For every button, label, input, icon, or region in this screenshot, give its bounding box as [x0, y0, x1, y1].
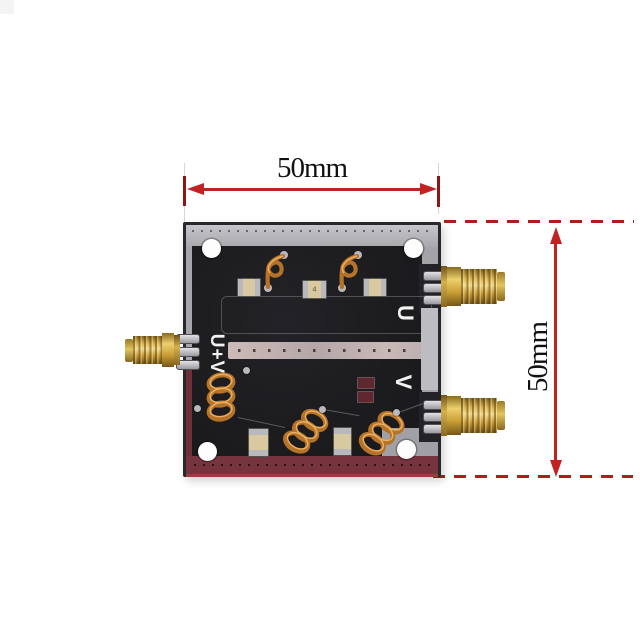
- solder-pad: [243, 367, 250, 374]
- smd-capacitor-top-center: 4: [302, 280, 327, 299]
- inductor-coil-large-right: [358, 411, 405, 456]
- sma-bottom-right-hex-nut: [447, 396, 461, 435]
- solder-pad: [319, 406, 326, 413]
- sma-left-barrel: [133, 336, 162, 364]
- inductor-coil-small-right: [338, 251, 362, 292]
- bottom-edge-drill-dots: [194, 464, 430, 466]
- sma-left-tip: [125, 339, 133, 362]
- center-ground-strip: [228, 342, 425, 359]
- center-strip-via-dots: [238, 349, 413, 352]
- sma-top-right-flange: [441, 266, 447, 307]
- smd-resistor-upper: [357, 377, 375, 389]
- smd-capacitor-bottom-right: [333, 427, 352, 456]
- h-dim-arrowhead-right-icon: [420, 183, 437, 195]
- left-connector-leg-bottom: [176, 360, 200, 370]
- inductor-coil-small-left: [264, 251, 288, 292]
- v-extension-dash-top: [444, 220, 634, 223]
- mounting-hole-bottom-left: [197, 441, 217, 461]
- inductor-coil-large-left: [206, 372, 236, 422]
- board-bottom-edge: [186, 456, 438, 477]
- h-dim-tick-left: [183, 176, 186, 206]
- v-dim-arrowhead-down-icon: [549, 460, 562, 477]
- h-dim-tick-right: [437, 176, 440, 207]
- h-dim-line: [198, 188, 426, 191]
- smd-resistor-lower: [357, 391, 374, 403]
- smd-marking: 4: [312, 286, 317, 293]
- solder-pad: [393, 409, 400, 416]
- sma-top-right-hex-nut: [447, 267, 461, 306]
- solder-pad: [194, 405, 201, 412]
- board-top-edge: [186, 225, 438, 247]
- pcb-board: U+V U V 4: [183, 222, 441, 477]
- sma-bottom-right-flange: [441, 395, 447, 436]
- h-dim-arrowhead-left-icon: [187, 183, 204, 195]
- sma-top-right-barrel: [461, 269, 497, 304]
- mounting-hole-top-left: [201, 238, 221, 258]
- inductor-coil-large-center: [283, 408, 329, 454]
- sma-top-right-tip: [497, 272, 505, 301]
- sma-bottom-right-tip: [497, 401, 505, 430]
- v-extension-dash-bottom: [433, 475, 633, 478]
- v-dim-label: 50mm: [522, 321, 554, 393]
- port-label-v: V: [391, 374, 416, 390]
- smd-capacitor-bottom-left: [248, 428, 269, 457]
- sma-left-hex-nut: [162, 333, 174, 367]
- board-left-edge-upper: [186, 247, 193, 369]
- mounting-hole-top-right: [403, 238, 423, 258]
- smd-capacitor-top-right: [363, 278, 387, 297]
- v-dim-line: [554, 242, 557, 464]
- sma-bottom-right-barrel: [461, 398, 497, 433]
- corner-artifact: [0, 0, 14, 14]
- board-left-edge-lower: [186, 369, 193, 475]
- mounting-hole-bottom-right: [396, 439, 416, 459]
- smd-capacitor-top-left: [237, 278, 261, 297]
- port-label-u: U: [393, 305, 418, 321]
- v-dim-arrowhead-up-icon: [549, 227, 562, 244]
- h-dim-label: 50mm: [276, 152, 348, 184]
- right-tee-trace: [421, 308, 438, 390]
- sma-left-flange: [174, 335, 180, 365]
- top-edge-drill-dots: [192, 230, 432, 232]
